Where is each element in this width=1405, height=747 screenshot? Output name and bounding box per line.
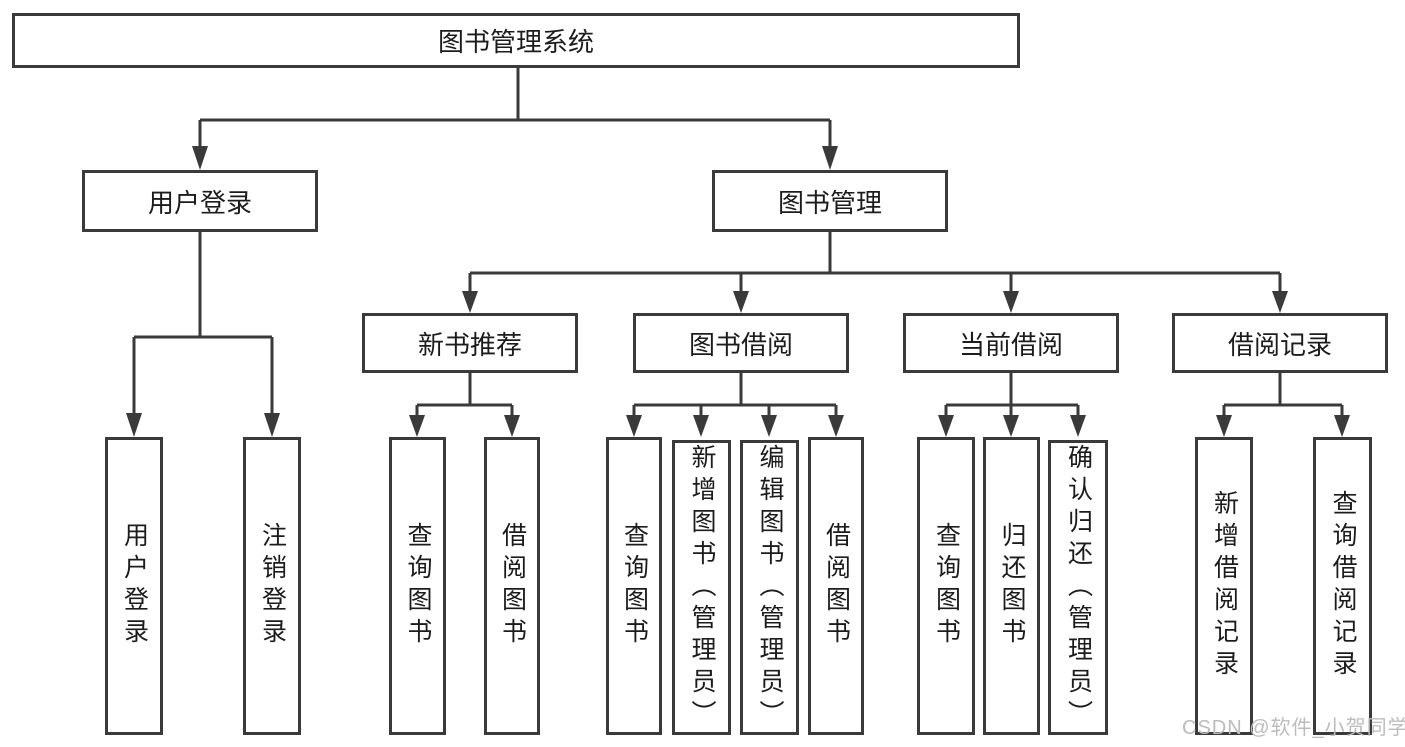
leaf-br-add-borrow-record: 新增借阅记录 bbox=[1195, 437, 1253, 735]
arrowhead-icon bbox=[822, 146, 838, 170]
leaf-cb-return-books: 归还图书 bbox=[983, 437, 1040, 735]
leaf-user-login: 用户登录 bbox=[105, 437, 163, 735]
arrowhead-icon bbox=[733, 291, 749, 313]
arrowhead-icon bbox=[192, 146, 208, 170]
node-book-borrow: 图书借阅 bbox=[633, 313, 849, 373]
node-new-book-recommend: 新书推荐 bbox=[362, 313, 578, 373]
arrowhead-icon bbox=[1216, 415, 1232, 437]
arrowhead-icon bbox=[938, 415, 954, 437]
connector-path bbox=[132, 68, 1344, 421]
leaf-nb-query-books: 查询图书 bbox=[389, 437, 446, 735]
arrowheads bbox=[126, 146, 1350, 437]
arrowhead-icon bbox=[1003, 291, 1019, 313]
leaf-bb-borrow-books: 借阅图书 bbox=[808, 437, 864, 735]
leaf-cb-confirm-return-admin: 确认归还（管理员） bbox=[1048, 440, 1108, 735]
node-borrow-records: 借阅记录 bbox=[1172, 313, 1388, 373]
node-current-borrow: 当前借阅 bbox=[903, 313, 1119, 373]
arrowhead-icon bbox=[462, 291, 478, 313]
arrowhead-icon bbox=[409, 415, 425, 437]
arrowhead-icon bbox=[264, 413, 280, 437]
leaf-bb-query-books: 查询图书 bbox=[606, 437, 662, 735]
leaf-br-query-borrow-record: 查询借阅记录 bbox=[1313, 437, 1372, 735]
arrowhead-icon bbox=[626, 415, 642, 437]
leaf-cb-query-books: 查询图书 bbox=[917, 437, 975, 735]
leaf-bb-add-books-admin: 新增图书（管理员） bbox=[672, 440, 731, 735]
arrowhead-icon bbox=[504, 415, 520, 437]
node-book-management: 图书管理 bbox=[712, 170, 948, 232]
watermark: CSDN @软件_小贺同学 bbox=[1182, 717, 1405, 739]
arrowhead-icon bbox=[693, 415, 709, 437]
node-user-login: 用户登录 bbox=[82, 170, 318, 232]
arrowhead-icon bbox=[1003, 415, 1019, 437]
arrowhead-icon bbox=[828, 415, 844, 437]
leaf-logout: 注销登录 bbox=[243, 437, 301, 735]
leaf-nb-borrow-books: 借阅图书 bbox=[484, 437, 540, 735]
leaf-bb-edit-books-admin: 编辑图书（管理员） bbox=[740, 440, 799, 735]
arrowhead-icon bbox=[761, 415, 777, 437]
arrowhead-icon bbox=[1272, 291, 1288, 313]
arrowhead-icon bbox=[1070, 415, 1086, 437]
arrowhead-icon bbox=[126, 413, 142, 437]
arrowhead-icon bbox=[1334, 415, 1350, 437]
node-root: 图书管理系统 bbox=[12, 13, 1020, 68]
